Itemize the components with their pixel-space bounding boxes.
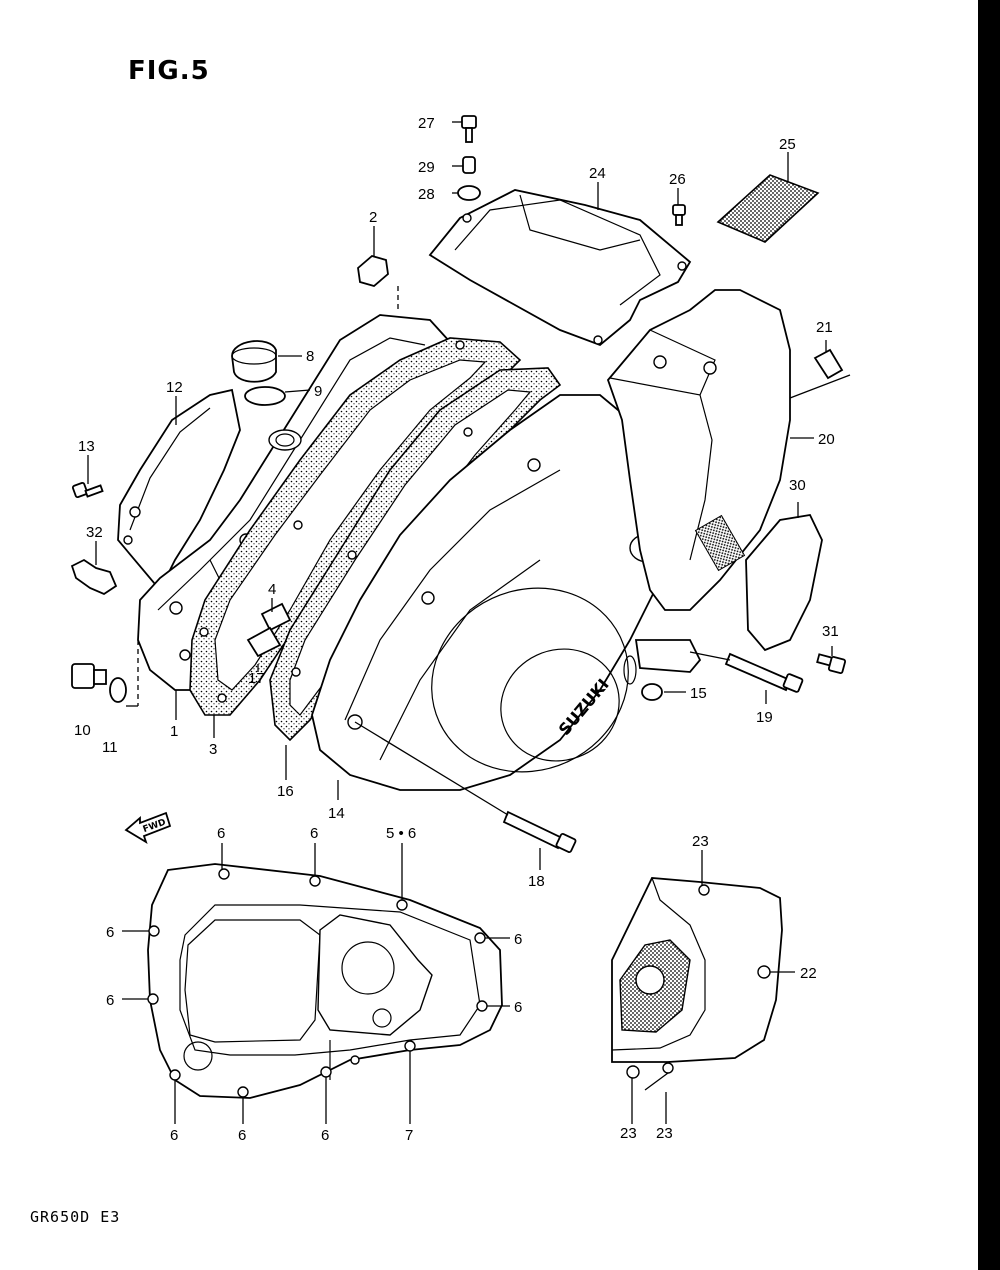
bolt-19 [724, 652, 804, 693]
callout-6-right-upper: 6 [514, 931, 522, 948]
callout-12: 12 [166, 379, 183, 396]
cover-22 [611, 877, 783, 1079]
plug-15 [641, 683, 663, 701]
callout-6-bottom-3: 6 [321, 1127, 329, 1144]
bolt-18 [502, 810, 577, 853]
callout-7: 7 [405, 1127, 413, 1144]
leader-lines-upper [87, 121, 851, 870]
callout-26: 26 [669, 171, 686, 188]
callout-13: 13 [78, 438, 95, 455]
callout-14: 14 [328, 805, 345, 822]
plug-2 [357, 255, 389, 287]
callout-21: 21 [816, 319, 833, 336]
callout-23-bottom-right: 23 [656, 1125, 673, 1142]
sleeve [634, 639, 702, 673]
callout-17: 17 [248, 670, 265, 687]
callout-6-top-mid: 6 [310, 825, 318, 842]
callout-1: 1 [170, 723, 178, 740]
collar-29 [462, 156, 476, 174]
bolt-26 [672, 204, 686, 226]
callout-25: 25 [779, 136, 796, 153]
callout-11: 11 [102, 739, 118, 756]
callout-32: 32 [86, 524, 103, 541]
callout-23-top: 23 [692, 833, 709, 850]
model-code: GR650D E3 [30, 1208, 121, 1226]
callout-5-6: 5 • 6 [386, 825, 416, 842]
sprocket-cover-20 [606, 289, 791, 611]
leader-lines-lower-right [631, 850, 795, 1124]
fwd-arrow: FWD [124, 811, 172, 845]
cover-plate-30 [745, 514, 823, 652]
callout-31: 31 [822, 623, 839, 640]
callout-23-bottom-left: 23 [620, 1125, 637, 1142]
callout-15: 15 [690, 685, 707, 702]
figure-title: FIG.5 [128, 56, 210, 86]
callout-8: 8 [306, 348, 314, 365]
outer-cover-left [117, 388, 241, 592]
callout-2: 2 [369, 209, 377, 226]
bolt-13 [71, 481, 104, 499]
drain-plug-10 [71, 663, 107, 689]
callout-6-bottom-2: 6 [238, 1127, 246, 1144]
callout-30: 30 [789, 477, 806, 494]
top-cover-24 [428, 189, 692, 347]
callout-18: 18 [528, 873, 545, 890]
scan-edge-bar [978, 0, 1000, 1270]
callout-6-right-lower: 6 [514, 999, 522, 1016]
washer-11 [109, 677, 127, 703]
switch-32 [70, 558, 118, 596]
callout-6-left-upper: 6 [106, 924, 114, 941]
callout-28: 28 [418, 186, 435, 203]
dowel-17 [246, 626, 282, 658]
callout-6-left-lower: 6 [106, 992, 114, 1009]
callout-3: 3 [209, 741, 217, 758]
callout-20: 20 [818, 431, 835, 448]
callout-4: 4 [268, 581, 276, 598]
callout-27: 27 [418, 115, 435, 132]
grommet-28 [457, 185, 481, 201]
callout-6-top-left: 6 [217, 825, 225, 842]
callout-24: 24 [589, 165, 606, 182]
cover-outline-lower [147, 863, 503, 1099]
callout-29: 29 [418, 159, 435, 176]
callout-16: 16 [277, 783, 294, 800]
plate-25 [716, 174, 820, 243]
callout-19: 19 [756, 709, 773, 726]
bolt-31 [816, 653, 847, 675]
callout-labels: 27 29 28 24 26 25 2 8 9 12 13 32 21 20 3… [74, 115, 839, 1144]
o-ring-9 [244, 386, 286, 406]
callout-10: 10 [74, 722, 91, 739]
dowel-21 [813, 348, 844, 380]
callout-9: 9 [314, 383, 322, 400]
bolt-27 [461, 115, 477, 143]
callout-6-bottom-1: 6 [170, 1127, 178, 1144]
dowel-4 [260, 602, 292, 632]
callout-22: 22 [800, 965, 817, 982]
oil-filler-cap-8 [231, 340, 277, 383]
leader-lines-lower-left [122, 843, 510, 1124]
